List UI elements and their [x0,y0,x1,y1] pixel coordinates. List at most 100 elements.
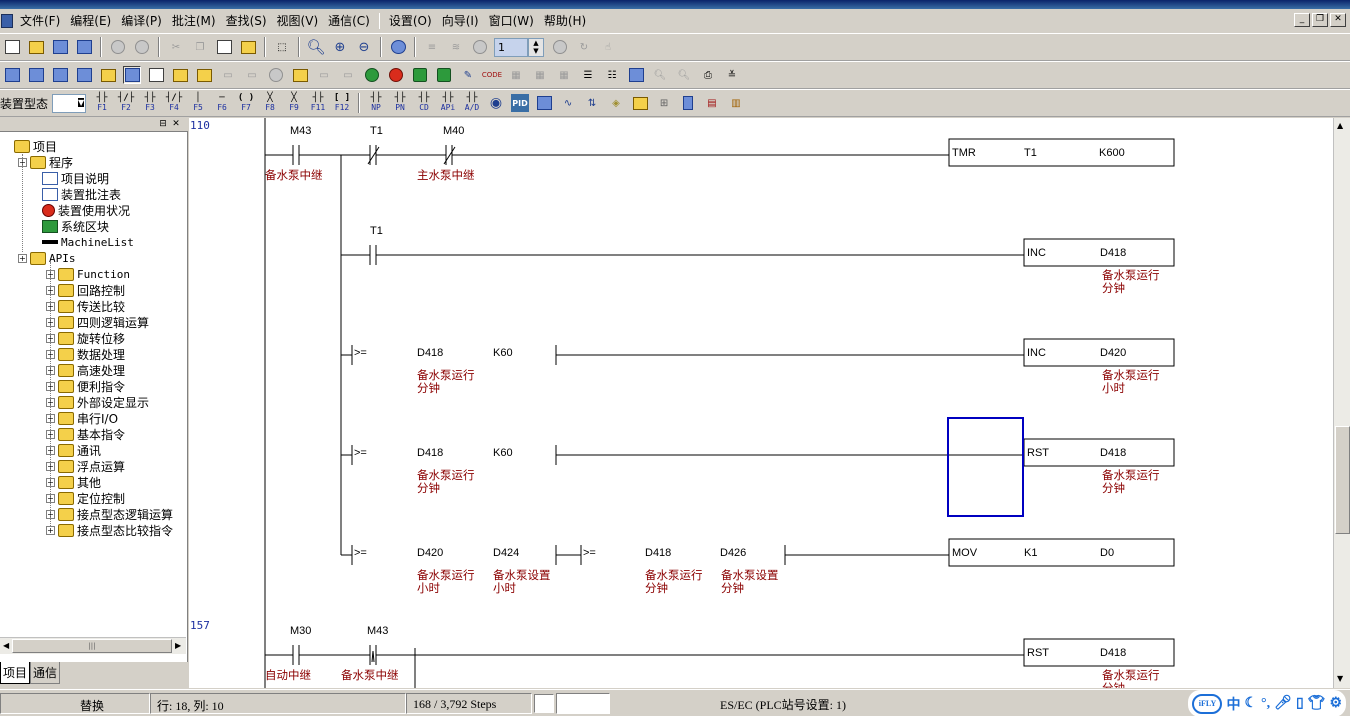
tree-api-5[interactable]: +数据处理 [46,346,125,362]
align-icon[interactable]: ≚ [723,66,741,84]
search-b-icon[interactable]: 🔍︎ [675,66,693,84]
f5-vertical-button[interactable]: │F5 [188,94,208,112]
password-icon[interactable] [291,66,309,84]
menu-view[interactable]: 视图(V) [272,10,324,32]
f2-contact-nc-button[interactable]: ┤/├F2 [116,94,136,112]
online-icon[interactable] [411,66,429,84]
tree-api-9[interactable]: +串行I/O [46,410,118,426]
menu-compile[interactable]: 编译(P) [116,10,167,32]
tree-item-1[interactable]: 项目说明 [42,170,109,186]
write-plc-icon[interactable]: ▭ [243,66,261,84]
app-icon[interactable] [1,14,13,28]
vertical-scroll-thumb[interactable] [1335,426,1350,534]
network-icon[interactable] [535,94,553,112]
panel-close-icon[interactable]: ✕ [170,119,182,130]
moon-icon[interactable]: ☾ [1244,695,1257,712]
tree-api-12[interactable]: +浮点运算 [46,458,125,474]
read-plc-icon[interactable]: ▭ [219,66,237,84]
zoom-out-icon[interactable]: ⊖ [355,38,373,56]
settings-gear-icon[interactable]: ⚙ [1329,695,1342,712]
tree-item-6[interactable]: +APIs [18,250,76,266]
sort-icon[interactable]: ⇅ [583,94,601,112]
tree-api-13[interactable]: +其他 [46,474,101,490]
mail-icon[interactable] [631,94,649,112]
step-spinner[interactable]: ▲▼ [528,38,544,57]
f12-api-button[interactable]: [ ]F12 [332,94,352,112]
tab-communication[interactable]: 通信 [30,662,60,684]
wave-icon[interactable]: ∿ [559,94,577,112]
compare-icon[interactable] [267,66,285,84]
ladder-monitor-icon[interactable]: ▭ [315,66,333,84]
f9-delete-horizontal-button[interactable]: ╳F9 [284,94,304,112]
restore-icon[interactable]: ❐ [1312,13,1328,27]
diamond-icon[interactable]: ◈ [607,94,625,112]
tree-item-5[interactable]: MachineList [42,234,134,250]
reset-icon[interactable]: ↻ [575,38,593,56]
tree-api-14[interactable]: +定位控制 [46,490,125,506]
tree-api-10[interactable]: +基本指令 [46,426,125,442]
tab-project[interactable]: 项目 [0,662,30,684]
offline-icon[interactable] [435,66,453,84]
menu-window[interactable]: 窗口(W) [484,10,539,32]
wizard-icon[interactable] [195,66,213,84]
ad-button[interactable]: ┤├A/D [462,94,482,112]
target-icon[interactable]: ◉ [487,94,505,112]
instruction-mode-icon[interactable] [3,66,21,84]
menu-file[interactable]: 文件(F) [15,10,65,32]
expand-icon[interactable]: + [46,526,55,535]
select-all-icon[interactable]: ⬚ [273,38,291,56]
tree-item-3[interactable]: 装置使用状况 [42,202,130,218]
f3-parallel-no-button[interactable]: ┤├F3 [140,94,160,112]
help-icon[interactable] [389,38,407,56]
ladder-editor[interactable]: 110 157 M43 备水泵中继 T1 M40 主水泵中继 TMR T1 K6… [189,118,1333,688]
tree-horizontal-scrollbar[interactable]: ◀ ||| ▶ [0,637,186,654]
new-file-icon[interactable] [3,38,21,56]
tree-api-8[interactable]: +外部设定显示 [46,394,149,410]
save-as-icon[interactable] [75,38,93,56]
ime-logo[interactable]: iFLY [1192,694,1222,714]
f6-horizontal-button[interactable]: ─F6 [212,94,232,112]
menu-edit[interactable]: 编程(E) [65,10,116,32]
shirt-icon[interactable]: 👕︎ [1308,695,1326,712]
tree-root-project[interactable]: 项目 [14,138,57,154]
tree-api-11[interactable]: +通讯 [46,442,101,458]
paste-icon[interactable] [215,38,233,56]
ladder-mode-icon[interactable] [27,66,45,84]
f1-contact-no-button[interactable]: ┤├F1 [92,94,112,112]
tree-item-4[interactable]: 系统区块 [42,218,109,234]
menu-communication[interactable]: 通信(C) [323,10,375,32]
cd-button[interactable]: ┤├CD [414,94,434,112]
menu-settings[interactable]: 设置(O) [384,10,437,32]
f8-delete-vertical-button[interactable]: ╳F8 [260,94,280,112]
step-input[interactable]: 1 [494,38,528,57]
tree-api-2[interactable]: +传送比较 [46,298,125,314]
grid-icon[interactable]: ⊞ [655,94,673,112]
ladder-vertical-scrollbar[interactable]: ▲ ▼ [1333,118,1350,688]
step-prev-icon[interactable]: ≡ [423,38,441,56]
copy-icon[interactable]: ❐ [191,38,209,56]
phone-icon[interactable] [679,94,697,112]
scroll-left-icon[interactable]: ◀ [3,641,9,650]
expand-icon[interactable]: + [18,254,27,263]
np-button[interactable]: ┤├NP [366,94,386,112]
comment-display-icon[interactable] [123,66,141,84]
code-icon[interactable]: CODE [483,66,501,84]
pn-button[interactable]: ┤├PN [390,94,410,112]
pin-icon[interactable]: ⊟ [157,119,169,130]
device-mode-select[interactable] [52,94,86,113]
menu-comment[interactable]: 批注(M) [167,10,221,32]
menu-search[interactable]: 查找(S) [221,10,272,32]
print-icon[interactable]: ⎙ [699,66,717,84]
format-icon[interactable]: ☷ [603,66,621,84]
close-icon[interactable]: ✕ [1330,13,1346,27]
menu-wizard[interactable]: 向导(I) [437,10,484,32]
search-a-icon[interactable]: 🔍︎ [651,66,669,84]
open-folder-icon[interactable] [27,38,45,56]
setting-1-icon[interactable]: ▦ [507,66,525,84]
run-icon[interactable] [363,66,381,84]
tree-api-7[interactable]: +便利指令 [46,378,125,394]
picture-icon[interactable] [627,66,645,84]
mic-icon[interactable]: 🎤︎ [1274,695,1292,712]
tree-api-6[interactable]: +高速处理 [46,362,125,378]
setting-3-icon[interactable]: ▦ [555,66,573,84]
